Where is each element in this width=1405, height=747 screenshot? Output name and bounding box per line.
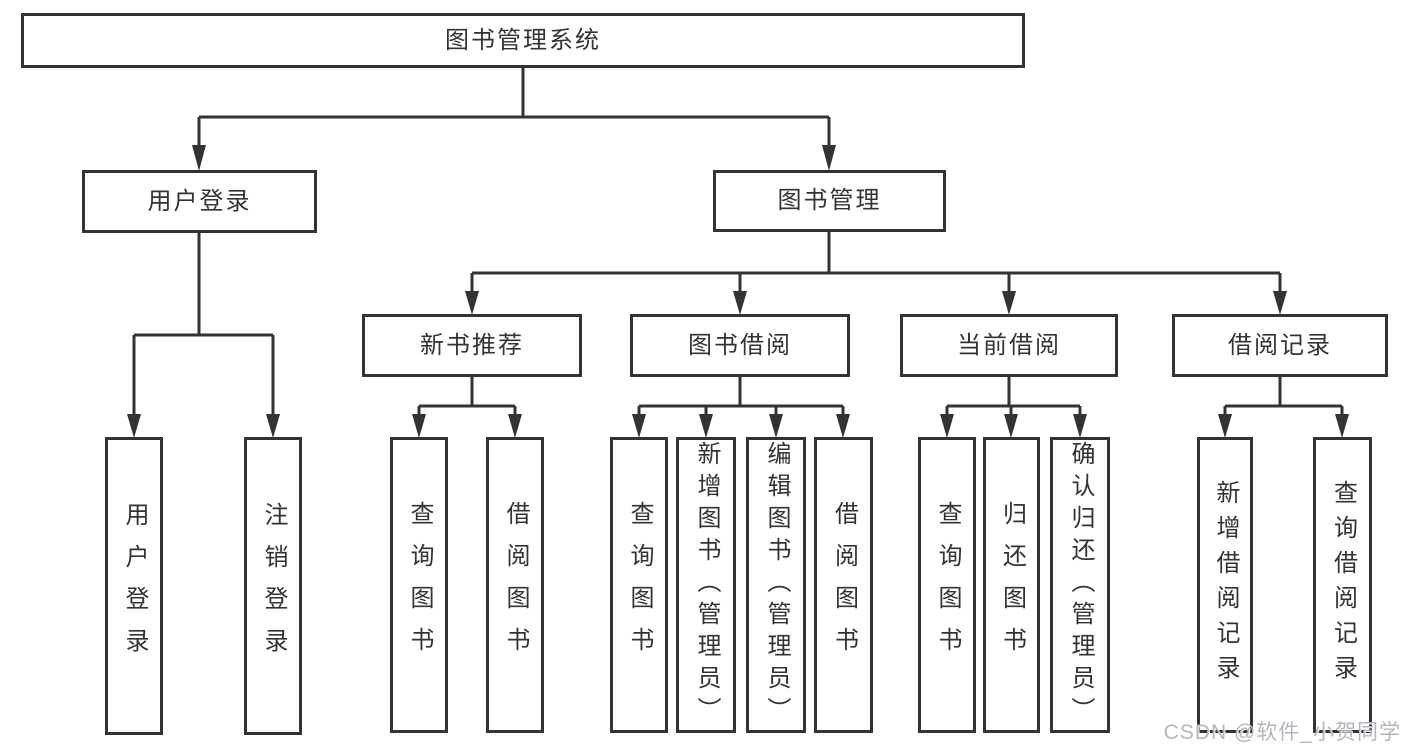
leaf-add-book-admin: 新增图书（管理员）	[676, 437, 736, 733]
watermark: CSDN @软件_小贺同学	[1163, 721, 1401, 744]
leaf-confirm-return-admin: 确认归还（管理员）	[1050, 437, 1110, 733]
leaf-add-borrow-record: 新增借阅记录	[1197, 437, 1253, 733]
node-current-borrow: 当前借阅	[900, 314, 1118, 377]
leaf-borrow-books-recommend: 借阅图书	[486, 437, 544, 733]
leaf-query-books-current: 查询图书	[918, 437, 976, 733]
node-new-book-recommend: 新书推荐	[362, 314, 582, 377]
node-book-management: 图书管理	[713, 170, 946, 232]
leaf-query-borrow-record: 查询借阅记录	[1313, 437, 1372, 733]
leaf-edit-book-admin: 编辑图书（管理员）	[746, 437, 806, 733]
node-borrow-records: 借阅记录	[1172, 314, 1388, 377]
leaf-return-book: 归还图书	[983, 437, 1040, 733]
arrowheads	[127, 145, 1349, 438]
node-book-borrow: 图书借阅	[630, 314, 850, 377]
node-user-login: 用户登录	[82, 170, 317, 233]
node-root: 图书管理系统	[21, 13, 1025, 68]
leaf-borrow-books: 借阅图书	[814, 437, 873, 733]
leaf-query-books-borrow: 查询图书	[610, 437, 668, 733]
leaf-user-login: 用户登录	[105, 437, 163, 735]
tree-edges	[132, 68, 1344, 416]
leaf-query-books-recommend: 查询图书	[390, 437, 448, 733]
leaf-logout: 注销登录	[244, 437, 302, 735]
